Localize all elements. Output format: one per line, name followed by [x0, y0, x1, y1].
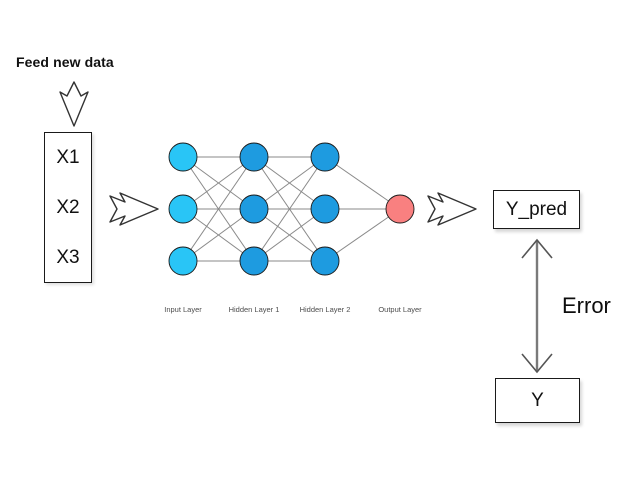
- network-to-prediction-arrow: [427, 192, 477, 226]
- feed-new-data-label: Feed new data: [16, 54, 114, 70]
- target-box-label: Y: [531, 389, 544, 411]
- feed-down-arrow: [59, 81, 89, 127]
- target-box: Y: [495, 378, 580, 423]
- hidden-layer-1-nodes: [239, 142, 269, 276]
- layer-caption-hidden-1: Hidden Layer 1: [228, 305, 280, 314]
- network-edges: [182, 156, 401, 262]
- output-layer-node: [385, 194, 415, 224]
- input-to-network-arrow: [109, 192, 159, 226]
- prediction-box: Y_pred: [493, 190, 580, 229]
- layer-caption-output: Output Layer: [378, 305, 422, 314]
- input-value-x3: X3: [56, 246, 80, 268]
- input-features-box: X1 X2 X3: [44, 132, 92, 283]
- prediction-box-label: Y_pred: [505, 198, 568, 220]
- input-value-x1: X1: [56, 147, 80, 169]
- error-double-arrow: [521, 238, 553, 374]
- error-label: Error: [562, 293, 611, 318]
- node-input-3: [168, 246, 198, 276]
- input-layer-nodes: [168, 142, 198, 276]
- node-hidden1-3: [239, 246, 269, 276]
- node-output-1: [385, 194, 415, 224]
- node-input-1: [168, 142, 198, 172]
- layer-caption-hidden-2: Hidden Layer 2: [299, 305, 351, 314]
- node-hidden2-2: [310, 194, 340, 224]
- node-hidden1-1: [239, 142, 269, 172]
- layer-caption-input: Input Layer: [164, 305, 202, 314]
- node-hidden2-1: [310, 142, 340, 172]
- hidden-layer-2-nodes: [310, 142, 340, 276]
- input-value-x2: X2: [56, 196, 80, 218]
- node-input-2: [168, 194, 198, 224]
- node-hidden2-3: [310, 246, 340, 276]
- node-hidden1-2: [239, 194, 269, 224]
